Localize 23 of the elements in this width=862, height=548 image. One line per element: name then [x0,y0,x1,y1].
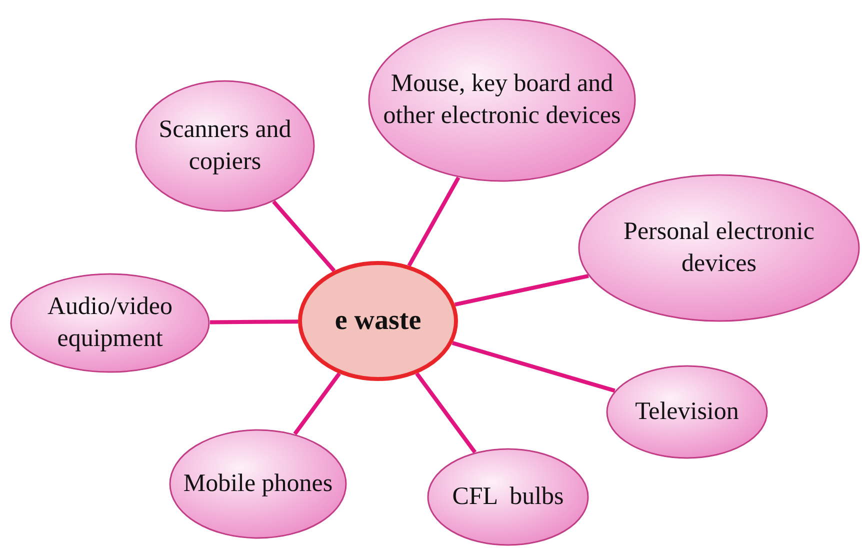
central-topic-ellipse [298,261,458,381]
connector-line [407,176,460,267]
topic-ellipse [606,365,768,459]
connector-line [454,274,589,306]
topic-ellipse [135,80,315,212]
connector-line [210,320,298,324]
connector-line [272,200,336,272]
topic-ellipse [10,273,210,373]
topic-label: e waste [334,304,422,338]
topic-label: Scanners and copiers [158,114,292,177]
topic-label: Personal electronic devices [622,216,816,279]
topic-ellipse [368,18,636,182]
topic-ellipse [578,174,860,322]
connector-line [293,372,341,436]
topic-ellipse [169,429,347,539]
topic-label: Audio/video equipment [46,292,174,354]
connector-line [415,372,477,454]
topic-label: Television [635,396,739,427]
topic-ellipse [427,448,589,546]
topic-label: CFL bulbs [452,482,564,512]
connector-line [452,341,616,393]
topic-label: Mouse, key board and other electronic devices [382,68,622,131]
topic-label: Mobile phones [183,468,333,499]
